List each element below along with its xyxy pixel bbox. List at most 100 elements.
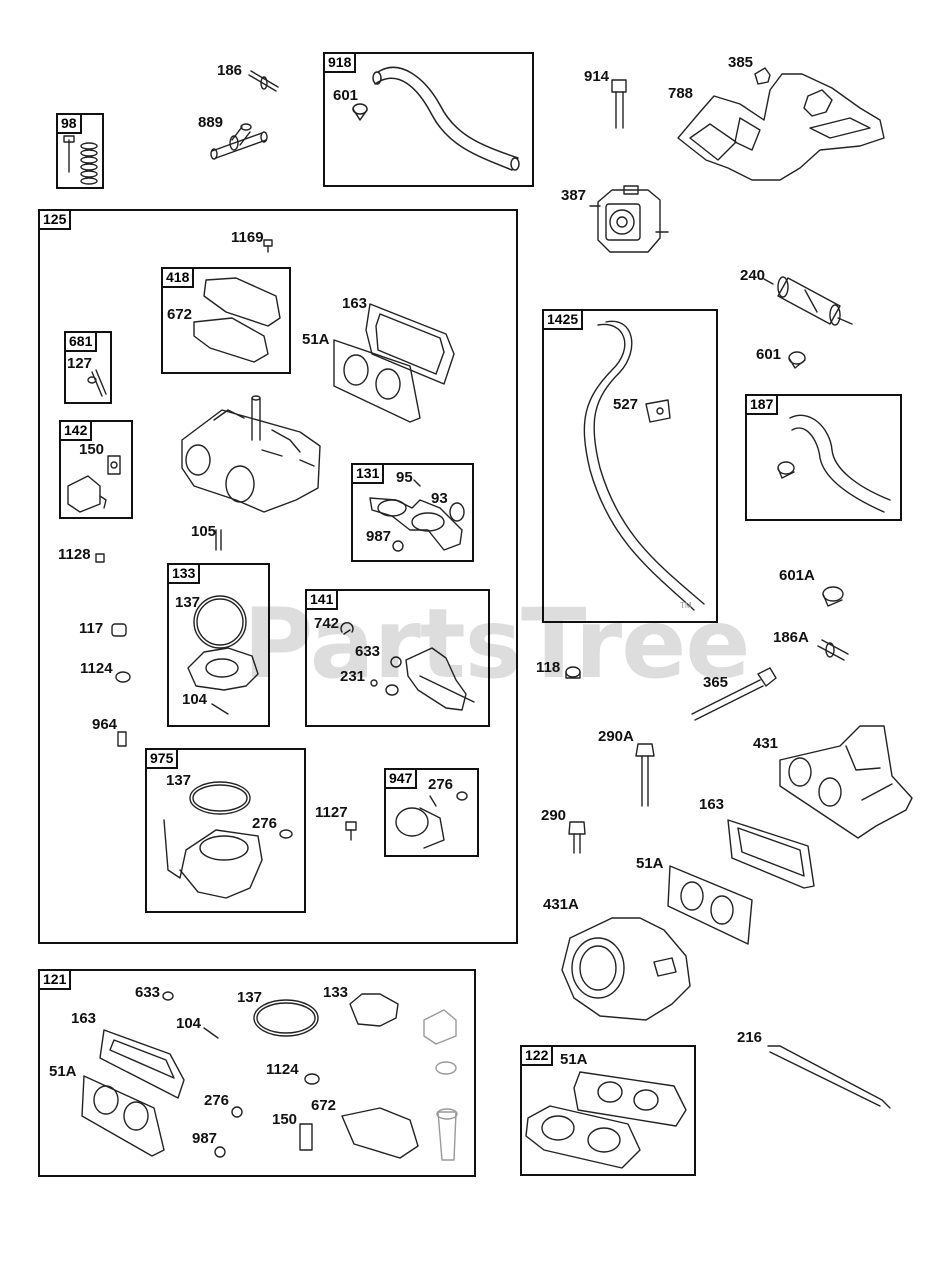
group-box-131: 131 [351, 463, 474, 562]
callout-276-947: 276 [428, 776, 454, 793]
throttle-body-part-431A [561, 917, 691, 1021]
tee-fitting-part-889 [210, 123, 268, 160]
group-box-1425: 1425 [542, 309, 718, 623]
callout-137-133: 137 [175, 594, 201, 611]
parts-group-141-art [340, 622, 475, 711]
callout-163-b: 163 [699, 796, 725, 813]
callout-672-418: 672 [167, 306, 193, 323]
callout-133-121: 133 [323, 984, 349, 1001]
screw-part-1128 [95, 553, 105, 563]
screw-part-105 [215, 529, 222, 551]
bracket-part-788 [677, 73, 885, 181]
group-box-98: 98 [56, 113, 104, 189]
group-label-141: 141 [305, 589, 339, 610]
group-label-122: 122 [520, 1045, 554, 1066]
callout-117: 117 [79, 620, 104, 637]
parts-group-133-art [187, 595, 259, 715]
callout-51A-a: 51A [302, 331, 330, 348]
group-label-98: 98 [56, 113, 82, 134]
callout-51A-b: 51A [636, 855, 664, 872]
callout-987-131: 987 [366, 528, 392, 545]
screw-spring-part-98 [63, 135, 98, 185]
bolt-part-914 [611, 79, 627, 129]
callout-137-975: 137 [166, 772, 192, 789]
pin-part-964 [117, 731, 127, 747]
rod-part-216 [767, 1045, 891, 1109]
fitting-part-186 [248, 70, 279, 92]
callout-914: 914 [584, 68, 610, 85]
callout-150-121: 150 [272, 1111, 298, 1128]
group-box-133: 133 [167, 563, 270, 727]
callout-527: 527 [613, 396, 639, 413]
callout-186A: 186A [773, 629, 809, 646]
callout-163-a: 163 [342, 295, 368, 312]
plug-part-118 [565, 666, 581, 679]
callout-104-121: 104 [176, 1015, 202, 1032]
callout-987-121: 987 [192, 1130, 218, 1147]
group-box-122: 122 [520, 1045, 696, 1176]
callout-601A: 601A [779, 567, 815, 584]
group-label-918: 918 [323, 52, 357, 73]
callout-276-121: 276 [204, 1092, 230, 1109]
group-box-187: 187 [745, 394, 902, 521]
callout-290A: 290A [598, 728, 634, 745]
fitting-part-186A [817, 639, 849, 661]
group-box-125: 125 [38, 209, 518, 944]
gasket-part-51A-a [333, 339, 421, 423]
group-box-918: 918 [323, 52, 534, 187]
callout-51A-121: 51A [49, 1063, 77, 1080]
carburetor-body [181, 395, 321, 513]
screw-part-1169 [263, 239, 273, 253]
fuel-pump-part-387 [589, 185, 669, 253]
callout-365: 365 [703, 674, 729, 691]
solenoid-part-947 [395, 791, 468, 849]
group-label-125: 125 [38, 209, 72, 230]
callout-431A: 431A [543, 896, 579, 913]
group-box-141: 141 [305, 589, 490, 727]
group-label-975: 975 [145, 748, 179, 769]
callout-601-mid: 601 [756, 346, 782, 363]
callout-431: 431 [753, 735, 779, 752]
callout-1124-121: 1124 [266, 1061, 299, 1078]
callout-137-121: 137 [237, 989, 263, 1006]
parts-group-131-art [369, 479, 465, 552]
callout-385: 385 [728, 54, 754, 71]
callout-601-top: 601 [333, 87, 359, 104]
callout-240: 240 [740, 267, 766, 284]
group-box-681: 681 [64, 331, 112, 404]
nut-part-385 [754, 67, 771, 85]
fuel-line-part-1425 [583, 320, 705, 611]
group-label-1425: 1425 [542, 309, 584, 330]
group-label-121: 121 [38, 969, 72, 990]
callout-1124-a: 1124 [80, 660, 113, 677]
group-label-418: 418 [161, 267, 195, 288]
callout-163-121: 163 [71, 1010, 97, 1027]
callout-387: 387 [561, 187, 587, 204]
callout-672-121: 672 [311, 1097, 337, 1114]
callout-216: 216 [737, 1029, 763, 1046]
clamp-part-601A [822, 586, 844, 607]
group-box-121: 121 [38, 969, 476, 1177]
callout-51A-122: 51A [560, 1051, 588, 1068]
callout-104-133: 104 [182, 691, 208, 708]
bolt-part-290 [568, 821, 586, 854]
plug-part-117 [111, 623, 127, 637]
callout-889: 889 [198, 114, 224, 131]
parts-group-121-art [81, 991, 458, 1161]
bolt-part-365 [691, 667, 777, 721]
group-label-142: 142 [59, 420, 93, 441]
screw-part-1127 [345, 821, 357, 841]
jet-part-127 [87, 369, 107, 397]
callout-788: 788 [668, 85, 694, 102]
group-label-131: 131 [351, 463, 385, 484]
group-box-418: 418 [161, 267, 291, 374]
callout-127: 127 [67, 355, 93, 372]
group-label-681: 681 [64, 331, 98, 352]
callout-105: 105 [191, 523, 217, 540]
callout-231: 231 [340, 668, 366, 685]
group-label-947: 947 [384, 768, 418, 789]
callout-150-142: 150 [79, 441, 105, 458]
hose-part-187 [777, 414, 891, 513]
